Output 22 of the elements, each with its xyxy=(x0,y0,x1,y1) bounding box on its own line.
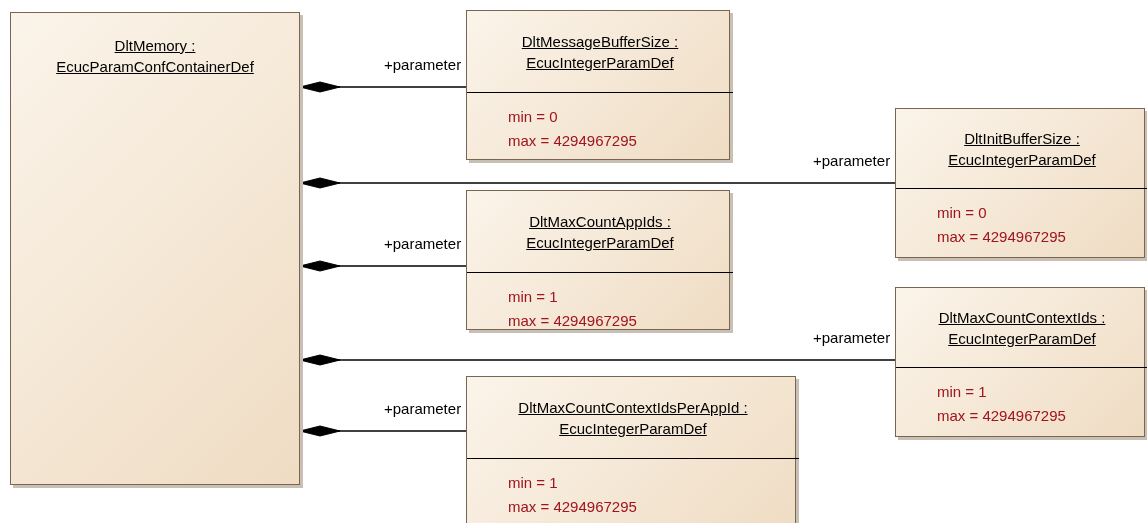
attribute-value: max = 4294967295 xyxy=(508,311,637,331)
attribute-value: max = 4294967295 xyxy=(937,406,1066,426)
object-name: DltMemory : EcucParamConfContainerDef xyxy=(55,36,255,77)
object-name: DltMaxCountAppIds : EcucIntegerParamDef xyxy=(525,211,675,253)
class-box xyxy=(895,108,1145,258)
class-box xyxy=(10,12,300,485)
class-box xyxy=(466,10,730,160)
attribute-value: max = 4294967295 xyxy=(508,497,637,517)
attribute-value: min = 1 xyxy=(508,287,558,307)
attribute-value: min = 0 xyxy=(508,107,558,127)
class-box xyxy=(466,190,730,330)
object-name: DltMaxCountContextIdsPerAppId : EcucIntegerParamDef xyxy=(517,397,749,439)
attribute-value: min = 1 xyxy=(508,473,558,493)
class-box xyxy=(895,287,1145,437)
class-box xyxy=(466,376,796,523)
object-name: DltMessageBufferSize : EcucIntegerParamDef xyxy=(520,31,680,73)
object-name: DltInitBufferSize : EcucIntegerParamDef xyxy=(947,128,1097,170)
object-name: DltMaxCountContextIds : EcucIntegerParamDef xyxy=(937,307,1107,349)
attribute-value: min = 1 xyxy=(937,382,987,402)
attribute-value: min = 0 xyxy=(937,203,987,223)
attribute-value: max = 4294967295 xyxy=(508,131,637,151)
attribute-value: max = 4294967295 xyxy=(937,227,1066,247)
